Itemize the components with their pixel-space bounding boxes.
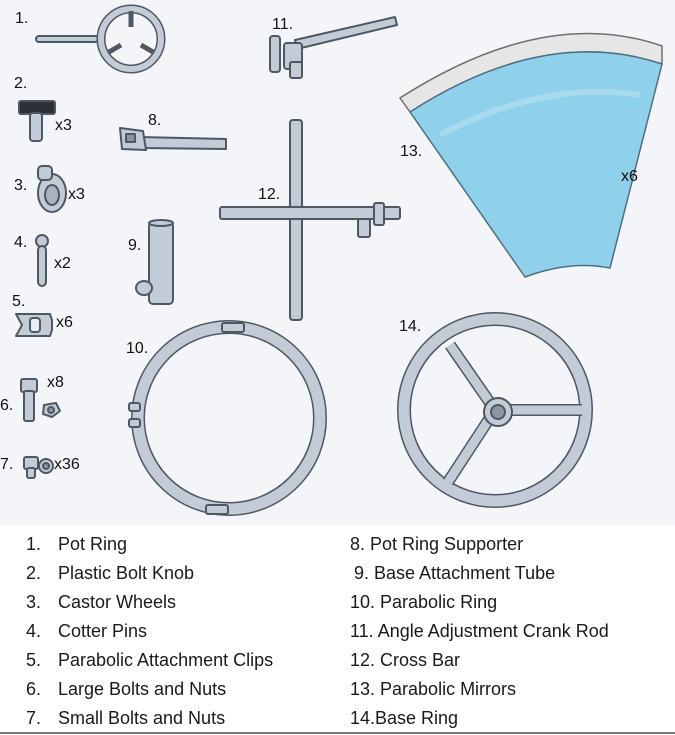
part-label-13: 13. [400,143,423,160]
part-label-11: 11. [272,16,294,33]
legend-item-8: 8. Pot Ring Supporter [350,534,524,554]
part-label-10: 10. [126,340,149,357]
legend-item-4: 4.Cotter Pins [26,621,148,641]
legend-item-2: 2.Plastic Bolt Knob [26,563,195,583]
part-label-14: 14. [399,318,422,335]
part-quantity-5: x6 [56,314,73,331]
legend-item-10: 10. Parabolic Ring [350,592,498,612]
part-quantity-3: x3 [68,186,85,203]
legend-item-9: 9. Base Attachment Tube [354,563,556,583]
large-bolt-part [20,378,61,422]
parabolic-mirror-part [398,32,663,278]
part-quantity-13: x6 [621,168,638,185]
plastic-bolt-knob-part [18,100,56,142]
small-bolt-part [23,456,54,479]
part-quantity-2: x3 [55,117,72,134]
base-attachment-tube-part [135,219,174,305]
legend-item-12: 12. Cross Bar [350,650,461,670]
part-label-6: 6. [0,397,14,414]
attachment-clip-part [15,313,53,337]
legend-item-11: 11. Angle Adjustment Crank Rod [350,621,609,641]
part-quantity-6: x8 [47,374,64,391]
legend-item-13: 13. Parabolic Mirrors [350,679,517,699]
parts-illustration: 1. 2. x3 3. x3 4. x2 5. x6 6. x8 7. x36 … [0,0,675,525]
part-label-3: 3. [14,177,28,194]
crank-rod-part [269,16,398,79]
part-label-12: 12. [258,186,281,203]
parts-legend: 1.Pot Ring 2.Plastic Bolt Knob 3.Castor … [0,532,675,735]
part-label-1: 1. [15,10,29,27]
part-quantity-7: x36 [54,456,80,473]
part-label-9: 9. [128,237,142,254]
base-ring-part [397,312,593,508]
parts-drawing [15,4,663,516]
part-label-7: 7. [0,456,14,473]
legend-item-14: 14.Base Ring [350,708,459,728]
part-label-4: 4. [14,234,28,251]
pot-ring-supporter-part [119,127,227,151]
cross-bar-part [219,119,401,321]
part-label-8: 8. [148,112,162,129]
part-label-5: 5. [12,293,26,310]
legend-item-6: 6.Large Bolts and Nuts [26,679,227,699]
legend-item-3: 3.Castor Wheels [26,592,177,612]
legend-item-7: 7.Small Bolts and Nuts [26,708,226,728]
castor-wheel-part [37,165,67,213]
legend-item-5: 5.Parabolic Attachment Clips [26,650,274,670]
bottom-divider [0,732,675,734]
cotter-pin-part [35,234,49,287]
pot-ring-part [35,4,166,74]
parabolic-ring-part [128,320,327,516]
legend-item-1: 1.Pot Ring [26,534,128,554]
part-quantity-4: x2 [54,255,71,272]
part-label-2: 2. [14,75,28,92]
